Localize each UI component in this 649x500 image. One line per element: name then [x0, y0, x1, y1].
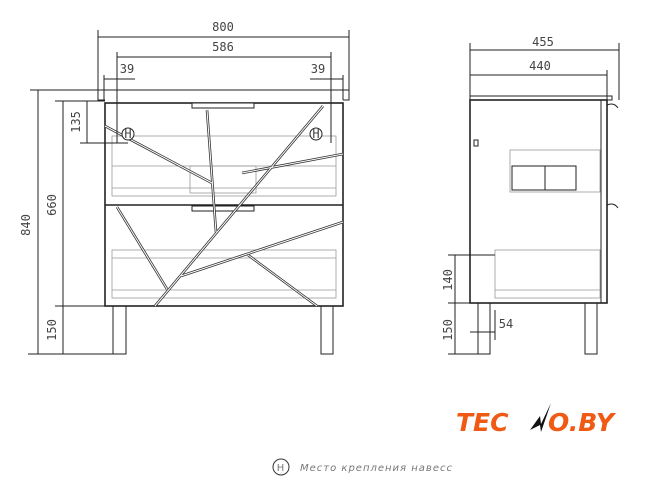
mount-marker-icon: [272, 458, 290, 476]
countertop-edge-right: [343, 90, 350, 101]
dim-leg-offset: 54: [499, 317, 513, 331]
svg-text:TEC: TEC: [456, 408, 509, 437]
decorative-pattern: [104, 105, 344, 308]
side-mount-bracket: [473, 139, 479, 147]
svg-text:H: H: [277, 463, 286, 474]
svg-text:O.BY: O.BY: [548, 408, 617, 437]
dim-mount-height: 135: [69, 111, 83, 133]
dim-body-depth: 440: [529, 59, 551, 73]
side-drawer-internals: [494, 149, 601, 299]
side-handles: [606, 103, 619, 209]
side-view: 455 440 140 150 54: [441, 35, 620, 355]
dim-overall-height: 840: [19, 214, 33, 236]
legend: H Место крепления навесс: [272, 458, 453, 476]
dim-right-offset: 39: [311, 62, 325, 76]
dim-body-height: 660: [45, 194, 59, 216]
svg-text:H: H: [312, 127, 319, 141]
lightning-icon: [530, 403, 551, 432]
dim-inner-width: 586: [212, 40, 234, 54]
side-leg-front: [584, 302, 598, 355]
dim-overall-depth: 455: [532, 35, 554, 49]
dim-leg-height: 150: [45, 319, 59, 341]
top-handle: [191, 102, 255, 109]
front-view: H H 800 586 39 39 840 660 15: [19, 20, 350, 355]
mount-marker-right: H: [309, 127, 323, 141]
front-leg-left: [112, 305, 127, 355]
tecno-logo: TEC O.BY: [456, 403, 617, 437]
countertop-edge-left: [97, 90, 105, 101]
drawer-internals: [111, 135, 337, 299]
dim-left-offset: 39: [120, 62, 134, 76]
dim-side-leg-height: 150: [441, 319, 455, 341]
mount-marker-left: H: [121, 127, 135, 141]
side-cabinet-body: [469, 99, 608, 304]
bottom-handle: [191, 205, 255, 212]
front-dimensions: 800 586 39 39 840 660 150 135: [19, 20, 350, 355]
dim-overall-width: 800: [212, 20, 234, 34]
front-leg-right: [320, 305, 334, 355]
svg-text:H: H: [124, 127, 131, 141]
dim-lower-height: 140: [441, 269, 455, 291]
legend-text: Место крепления навесс: [300, 463, 453, 474]
side-leg-back: [477, 302, 491, 355]
